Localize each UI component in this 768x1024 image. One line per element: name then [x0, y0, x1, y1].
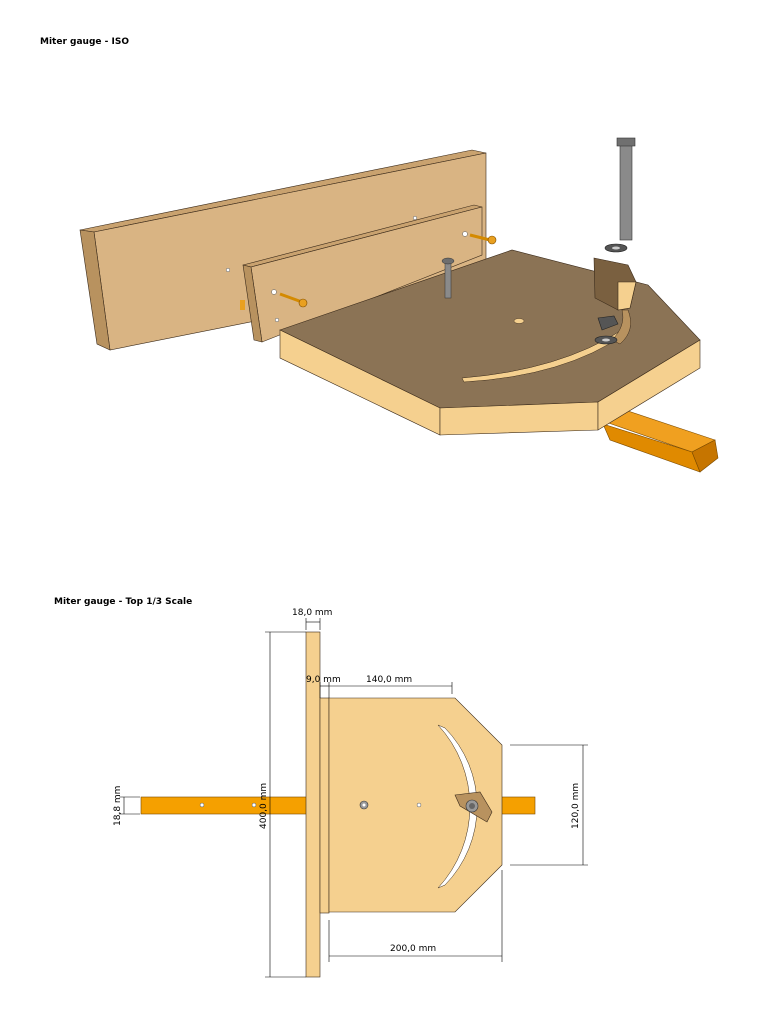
clamp-lever-top: [454, 791, 493, 823]
dim-fence-length: 400,0 mm: [259, 783, 269, 829]
top-view-title: Miter gauge - Top 1/3 Scale: [54, 597, 193, 607]
wood-screw-right: [469, 233, 497, 245]
clamp-assembly: [593, 137, 637, 345]
dim-base-width: 200,0 mm: [390, 944, 436, 954]
back-fence: [79, 149, 487, 351]
dim-fence-thickness: 18,0 mm: [292, 608, 332, 618]
runner-bar: [599, 409, 719, 473]
front-fence: [242, 204, 483, 343]
fence-top: [305, 631, 330, 978]
base-plate-top: [328, 697, 503, 913]
wood-screw-rear: [240, 300, 245, 310]
dim-offset: 9,0 mm: [306, 675, 341, 685]
carriage-bolt: [441, 257, 455, 299]
dim-top-edge: 140,0 mm: [366, 675, 412, 685]
iso-view-title: Miter gauge - ISO: [40, 37, 129, 47]
dim-runner-width: 18,8 mm: [113, 786, 123, 826]
wood-screw-left: [279, 292, 308, 308]
dim-side-edge: 120,0 mm: [571, 783, 581, 829]
base-plate: [279, 249, 701, 436]
